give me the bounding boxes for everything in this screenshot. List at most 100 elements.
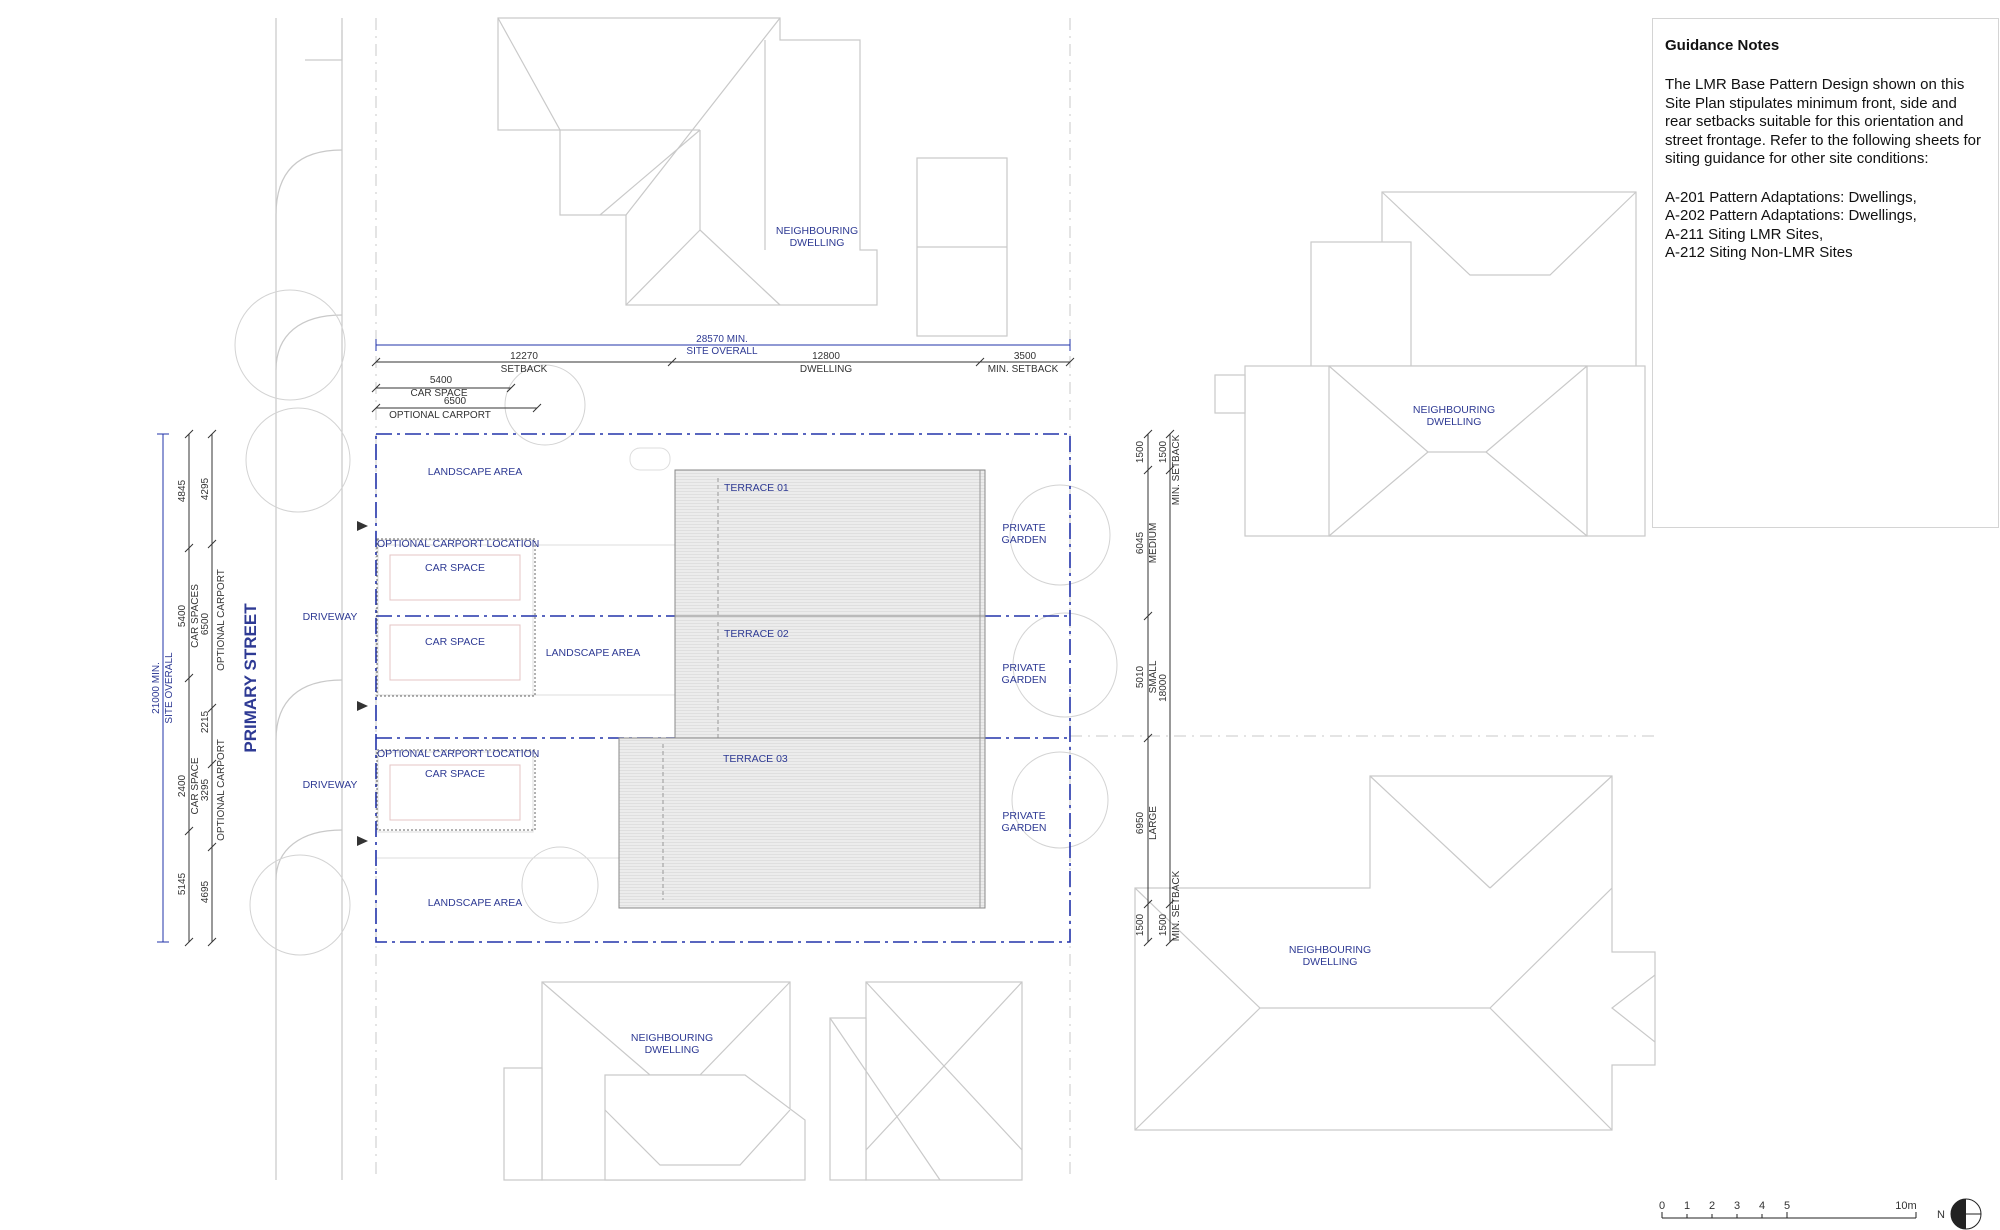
left-overall-label: SITE OVERALL: [164, 652, 175, 724]
neighbour-label-line1: NEIGHBOURING: [1413, 404, 1495, 416]
north-label: N: [1937, 1209, 1945, 1221]
setback-label: SETBACK: [501, 364, 548, 375]
carport-value: 6500: [444, 396, 467, 407]
min-setback-value: 3500: [1014, 351, 1037, 362]
street-edges: [275, 18, 1655, 1180]
entry-arrow-icon: [357, 701, 368, 711]
right-value: 6045: [1135, 531, 1146, 554]
carport-location-label: OPTIONAL CARPORT LOCATION: [377, 748, 539, 760]
right-label: MEDIUM: [1148, 523, 1159, 564]
site-overall-label: SITE OVERALL: [686, 346, 758, 357]
neighbour-label-line1: NEIGHBOURING: [631, 1032, 713, 1044]
scale-tick: 4: [1759, 1200, 1765, 1212]
terrace-02: TERRACE 02: [674, 615, 986, 739]
scale-tick: 1: [1684, 1200, 1690, 1212]
driveway-label: DRIVEWAY: [303, 779, 358, 791]
left-dimensions: 21000 MIN. SITE OVERALL 4845 5400 CAR SP…: [151, 429, 227, 947]
scale-tick: 2: [1709, 1200, 1715, 1212]
guidance-notes-title: Guidance Notes: [1665, 37, 1780, 54]
entry-arrows: [357, 521, 368, 846]
driveway-label: DRIVEWAY: [303, 611, 358, 623]
paving-lines: [376, 447, 675, 859]
neighbour-dwelling-north: NEIGHBOURING DWELLING: [497, 17, 1008, 337]
right-value: 5010: [1135, 665, 1146, 688]
neighbour-label-line2: DWELLING: [1427, 416, 1482, 428]
private-garden-label-1: PRIVATE: [1002, 810, 1045, 822]
neighbour-label-line2: DWELLING: [1303, 956, 1358, 968]
entry-arrow-icon: [357, 836, 368, 846]
guidance-notes-body: The LMR Base Pattern Design shown on thi…: [1665, 76, 1982, 167]
private-garden-label-1: PRIVATE: [1002, 522, 1045, 534]
landscape-area-label: LANDSCAPE AREA: [428, 466, 523, 478]
right-dimensions: 1500 6045 MEDIUM 5010 SMALL 6950 LARGE 1…: [1135, 429, 1182, 947]
left-overall-value: 21000 MIN.: [151, 662, 162, 714]
c2-label: OPTIONAL CARPORT: [216, 569, 227, 671]
private-garden-label-2: GARDEN: [1002, 534, 1047, 546]
car-space-label: CAR SPACE: [425, 768, 485, 780]
c1-label: CAR SPACE: [190, 757, 201, 814]
scale-tick: 5: [1784, 1200, 1790, 1212]
right-outer-value: 18000: [1158, 674, 1169, 702]
top-dimensions: 28570 MIN. SITE OVERALL 12270 SETBACK 12…: [371, 334, 1075, 421]
dwelling-label: DWELLING: [800, 364, 852, 375]
right-label: LARGE: [1148, 806, 1159, 840]
terrace-01: TERRACE 01: [674, 469, 986, 617]
c2-value: 3295: [200, 778, 211, 801]
street-label: PRIMARY STREET: [241, 603, 260, 753]
right-outer-value: 1500: [1158, 913, 1169, 936]
site-boundary: [375, 433, 1071, 943]
trees: [234, 289, 1118, 956]
scale-tick: 10m: [1895, 1200, 1916, 1212]
car-space-dim-label: CAR SPACE: [410, 388, 467, 399]
entry-arrow-icon: [357, 521, 368, 531]
c1-value: 4845: [177, 479, 188, 502]
guidance-notes-refs: A-201 Pattern Adaptations: Dwellings, A-…: [1665, 189, 1986, 263]
neighbour-label-line1: NEIGHBOURING: [776, 225, 858, 237]
terrace-03: TERRACE 03: [618, 737, 986, 909]
private-garden-label-2: GARDEN: [1002, 822, 1047, 834]
car-space-value: 5400: [430, 375, 453, 386]
c2-value: 4295: [200, 477, 211, 500]
guidance-ref: A-212 Siting Non-LMR Sites: [1665, 244, 1853, 261]
neighbour-label-line2: DWELLING: [790, 237, 845, 249]
terrace-01-label: TERRACE 01: [724, 482, 789, 494]
private-garden-label-2: GARDEN: [1002, 674, 1047, 686]
setback-value: 12270: [510, 351, 538, 362]
scale-tick: 3: [1734, 1200, 1740, 1212]
c1-label: CAR SPACES: [190, 584, 201, 648]
c2-value: 4695: [200, 880, 211, 903]
right-value: 1500: [1135, 913, 1146, 936]
dwelling-value: 12800: [812, 351, 840, 362]
c1-value: 2400: [177, 774, 188, 797]
terrace-02-label: TERRACE 02: [724, 628, 789, 640]
c2-value: 6500: [200, 612, 211, 635]
right-value: 1500: [1135, 440, 1146, 463]
area-labels: LANDSCAPE AREA LANDSCAPE AREA LANDSCAPE …: [303, 466, 1047, 909]
carport-dim-label: OPTIONAL CARPORT: [389, 410, 491, 421]
landscape-area-label: LANDSCAPE AREA: [546, 647, 641, 659]
neighbour-dwelling-east-south: NEIGHBOURING DWELLING: [1134, 775, 1656, 1131]
c1-value: 5400: [177, 604, 188, 627]
min-setback-label: MIN. SETBACK: [988, 364, 1059, 375]
guidance-ref: A-201 Pattern Adaptations: Dwellings,: [1665, 188, 1917, 206]
neighbour-label-line2: DWELLING: [645, 1044, 700, 1056]
right-outer-value: 1500: [1158, 440, 1169, 463]
car-space-label: CAR SPACE: [425, 636, 485, 648]
private-garden-label-1: PRIVATE: [1002, 662, 1045, 674]
car-space-label: CAR SPACE: [425, 562, 485, 574]
neighbour-dwelling-south: NEIGHBOURING DWELLING: [503, 981, 1023, 1181]
c1-value: 5145: [177, 872, 188, 895]
terrace-03-label: TERRACE 03: [723, 753, 788, 765]
neighbour-label-line1: NEIGHBOURING: [1289, 944, 1371, 956]
guidance-notes-panel: Guidance Notes The LMR Base Pattern Desi…: [1652, 18, 1999, 528]
right-outer-label: MIN. SETBACK: [1171, 870, 1182, 941]
carport-boxes: [376, 538, 536, 831]
site-overall-value: 28570 MIN.: [696, 334, 748, 345]
scale-tick: 0: [1659, 1200, 1665, 1212]
guidance-ref: A-211 Siting LMR Sites,: [1665, 225, 1824, 243]
right-label: SMALL: [1148, 660, 1159, 693]
scale-bar: 0 1 2 3 4 5 10m: [1659, 1200, 1917, 1219]
c2-label: OPTIONAL CARPORT: [216, 739, 227, 841]
north-arrow-icon: N: [1937, 1198, 1982, 1230]
